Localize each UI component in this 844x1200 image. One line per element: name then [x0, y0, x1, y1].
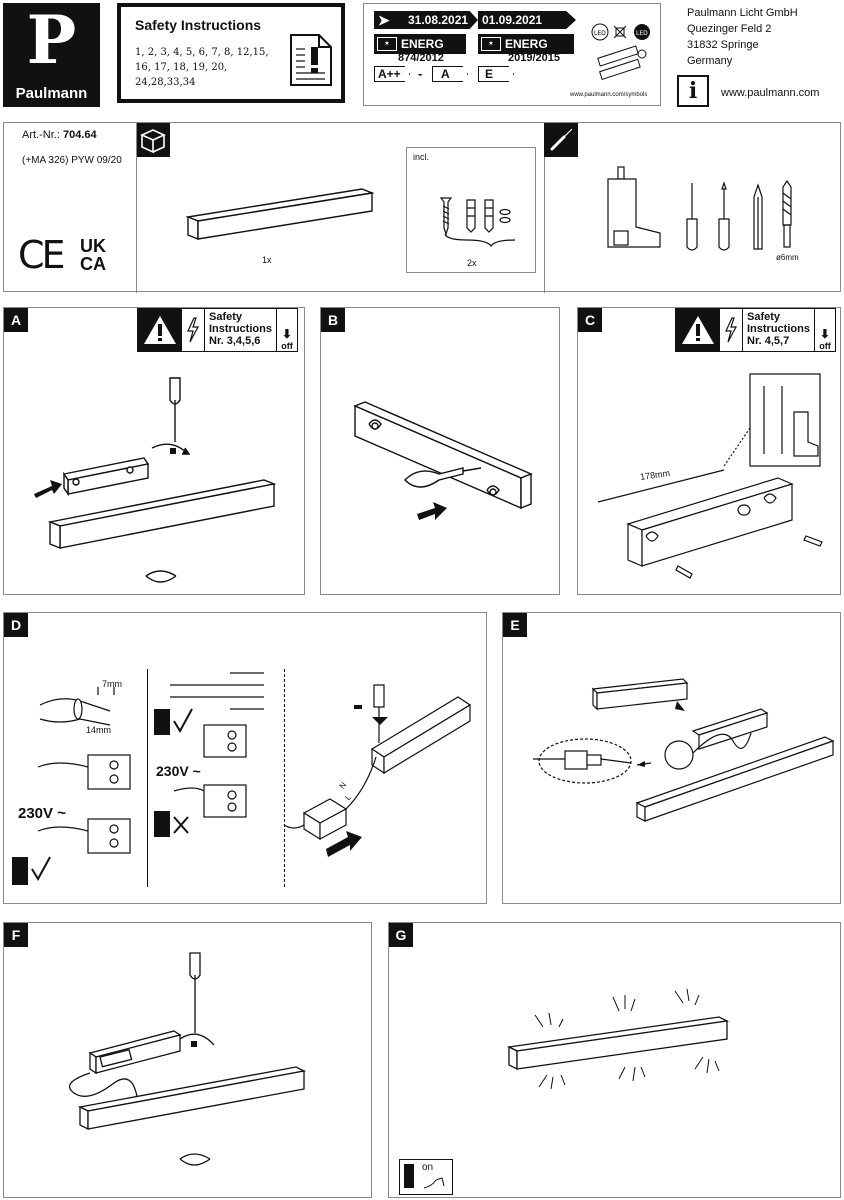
address-line-2: Quezinger Feld 2	[687, 23, 772, 35]
safety-numbers: 1, 2, 3, 4, 5, 6, 7, 8, 12,15, 16, 17, 1…	[135, 47, 269, 88]
logo-letter: P	[26, 1, 77, 79]
step-g-illustration	[506, 988, 730, 1090]
power-off-icon: ⬇off	[813, 309, 835, 351]
switch-on-box: on	[399, 1159, 453, 1195]
package-contents-icon	[136, 123, 170, 157]
energy-label-box: ➤ 31.08.2021 01.09.2021 ★ ENERG 874/2012…	[363, 3, 661, 106]
step-f-illustration	[69, 952, 307, 1166]
energy-class-1-from: A++	[374, 66, 410, 82]
safety-instructions-box: Safety Instructions 1, 2, 3, 4, 5, 6, 7,…	[117, 3, 345, 103]
product-overview-panel: Art.-Nr.: 704.64 (+MA 326) PYW 09/20 CE …	[3, 122, 841, 293]
ca-mark: CA	[80, 254, 106, 274]
screws-dowels-icon	[439, 197, 516, 248]
check-ok-icon-2	[154, 708, 193, 735]
screwdriver-cross-icon	[718, 181, 730, 251]
check-wrong-icon	[154, 811, 189, 837]
step-c-label: C	[578, 308, 602, 332]
address-line-3: 31832 Springe	[687, 39, 759, 51]
strip-length-7mm: 7mm	[102, 679, 122, 689]
step-a-label: A	[4, 308, 28, 332]
energy-date-1: ➤ 31.08.2021	[374, 11, 478, 29]
step-e-panel: E	[502, 612, 841, 904]
step-f-label: F	[4, 923, 28, 947]
energy-date-2: 01.09.2021	[478, 11, 576, 29]
brand-name: Paulmann	[15, 85, 88, 102]
ce-mark: CE	[18, 233, 66, 277]
info-icon: i	[677, 75, 709, 107]
voltage-label-2: 230V ~	[156, 763, 201, 779]
switch-hand-icon	[423, 1177, 445, 1189]
address-line-4: Germany	[687, 55, 733, 67]
step-d-panel: D 7mm 14mm 230V ~ 230V ~ N L	[3, 612, 487, 904]
step-a-illustration	[34, 377, 277, 583]
drill-tool-icon	[607, 166, 661, 248]
step-b-label: B	[321, 308, 345, 332]
led-lamp-symbols-icon: LED LED	[591, 23, 650, 80]
drill-bit-icon	[782, 179, 792, 248]
tools-icon	[544, 123, 578, 157]
address-line-1: Paulmann Licht GmbH	[687, 7, 798, 19]
included-label: incl.	[413, 152, 430, 162]
screwdriver-flat-icon	[686, 183, 698, 251]
website: www.paulmann.com	[721, 87, 820, 99]
step-d-illustration	[12, 672, 472, 885]
energy-reg-2: 2019/2015	[508, 52, 560, 64]
step-e-label: E	[503, 613, 527, 637]
energy-label-1: ★ ENERG	[374, 34, 466, 54]
address-box: Paulmann Licht GmbH Quezinger Feld 2 318…	[677, 3, 841, 107]
check-ok-icon	[12, 856, 51, 885]
step-d-label: D	[4, 613, 28, 637]
step-f-panel: F	[3, 922, 372, 1198]
uk-mark: UK	[80, 236, 106, 256]
symbols-url: www.paulmann.com/symbols	[570, 92, 648, 98]
screws-quantity: 2x	[467, 258, 477, 268]
article-sub: (+MA 326) PYW 09/20	[22, 155, 122, 166]
light-quantity: 1x	[262, 255, 272, 265]
light-bar-illustration	[185, 188, 375, 241]
electric-shock-icon	[725, 317, 737, 343]
step-b-panel: B	[320, 307, 560, 595]
pencil-icon	[753, 183, 763, 250]
included-parts-box: incl. 2x	[406, 147, 536, 273]
energy-class-1-sep: -	[418, 66, 423, 81]
article-number: Art.-Nr.: 704.64	[22, 129, 97, 141]
step-g-panel: G on	[388, 922, 841, 1198]
step-b-illustration	[353, 401, 533, 520]
power-off-icon: ⬇off	[275, 309, 297, 351]
drill-size: ø6mm	[776, 253, 799, 262]
safety-title: Safety Instructions	[135, 17, 262, 33]
document-warning-icon	[290, 34, 332, 86]
switch-on-label: on	[422, 1162, 434, 1173]
step-c-illustration	[597, 373, 823, 579]
svg-text:LED: LED	[636, 30, 648, 37]
brand-logo: P Paulmann	[3, 3, 100, 107]
strip-length-14mm: 14mm	[86, 725, 112, 735]
voltage-label-1: 230V ~	[18, 805, 66, 822]
energy-reg-1: 874/2012	[398, 52, 444, 64]
energy-class-2: E	[478, 66, 514, 82]
electric-shock-icon	[187, 317, 199, 343]
step-e-illustration	[533, 678, 835, 822]
step-g-label: G	[389, 923, 413, 947]
energy-label-2: ★ ENERG	[478, 34, 574, 54]
energy-class-1-to: A	[432, 66, 468, 82]
svg-text:LED: LED	[594, 30, 606, 37]
